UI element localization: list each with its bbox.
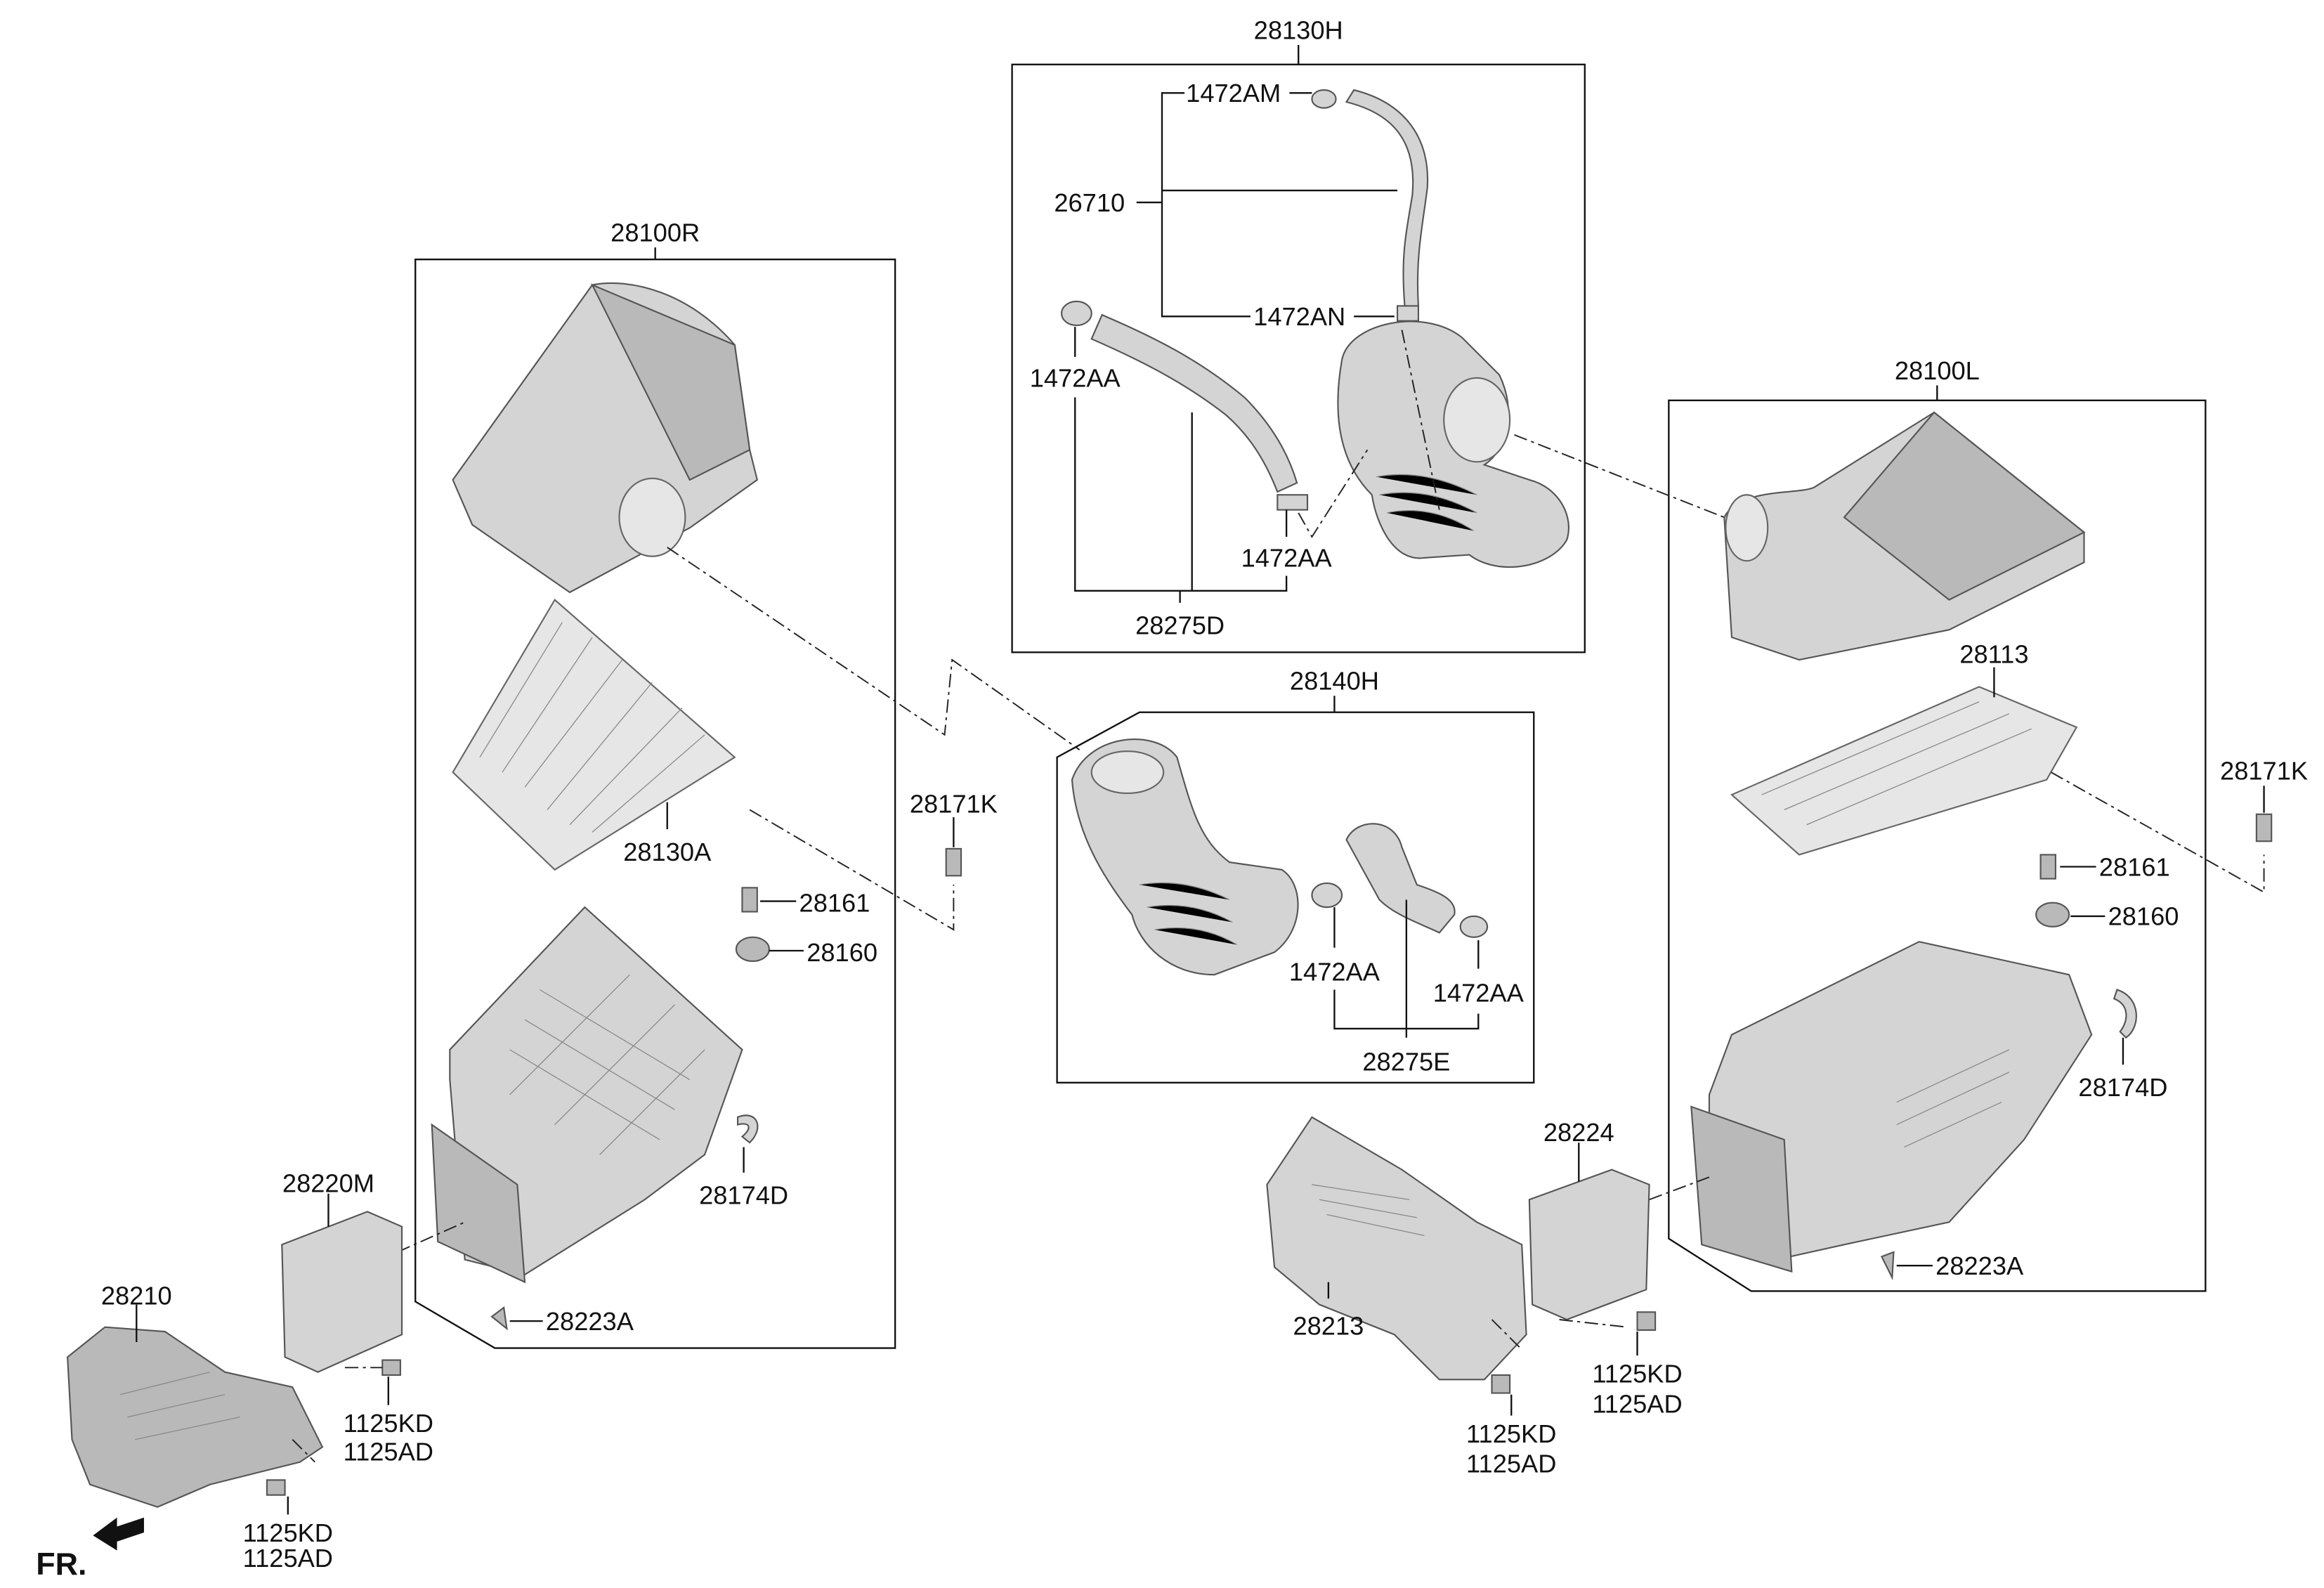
label-28223A-right[interactable]: 28223A (1935, 1251, 2024, 1280)
label-1125AD-b[interactable]: 1125AD (243, 1544, 333, 1573)
part-28223A-L[interactable] (1880, 1251, 1895, 1281)
part-28171K-left: 28171K (910, 790, 998, 877)
bolt-1125KD-d[interactable] (1636, 1311, 1657, 1332)
air-filter-28113[interactable] (1730, 686, 2078, 856)
bolt-28171K[interactable] (945, 847, 962, 877)
label-1125AD-d[interactable]: 1125AD (1592, 1389, 1682, 1418)
group-28130H: 28130H 1472AM 26710 1472AN 1472AA (1011, 15, 1586, 653)
label-28275D[interactable]: 28275D (1135, 611, 1225, 640)
group-label-28130H[interactable]: 28130H (1254, 15, 1343, 44)
clamp-1472AA-c[interactable] (1311, 882, 1343, 909)
label-28224[interactable]: 28224 (1543, 1118, 1614, 1147)
label-1472AM[interactable]: 1472AM (1186, 79, 1281, 108)
front-arrow-icon (93, 1517, 144, 1551)
part-28160[interactable] (735, 936, 770, 963)
bolt-1125KD-c[interactable] (1491, 1374, 1511, 1394)
label-28160-left[interactable]: 28160 (807, 938, 877, 967)
cover-outlet (618, 477, 686, 557)
group-box-28140H (1056, 711, 1535, 1083)
filter-pleats (479, 622, 705, 833)
part-28220M[interactable] (281, 1211, 403, 1373)
label-1472AA-lower[interactable]: 1472AA (1241, 544, 1333, 573)
part-28160-L[interactable] (2035, 902, 2070, 928)
label-1125KD-c[interactable]: 1125KD (1466, 1419, 1556, 1448)
group-label-28100R[interactable]: 28100R (611, 219, 700, 247)
part-28210[interactable] (67, 1326, 324, 1508)
label-28161-left[interactable]: 28161 (799, 889, 870, 918)
cover-side (590, 283, 751, 481)
filter-pleats-L (1761, 701, 2032, 826)
breather-hose-26710[interactable] (1345, 89, 1429, 308)
air-cleaner-body[interactable] (449, 906, 743, 1276)
label-28171K-right[interactable]: 28171K (2220, 757, 2308, 786)
label-28161-right[interactable]: 28161 (2099, 852, 2170, 881)
group-label-28140H[interactable]: 28140H (1290, 667, 1379, 696)
label-1125KD-b[interactable]: 1125KD (243, 1518, 333, 1547)
label-28275E[interactable]: 28275E (1362, 1048, 1450, 1076)
cover-inlet-L (1725, 494, 1769, 562)
label-1125AD-a[interactable]: 1125AD (344, 1438, 433, 1466)
inlet-parts-left: 28220M 28210 1125KD 1125AD 1125KD 1125AD (67, 1169, 433, 1573)
label-28174D-right[interactable]: 28174D (2078, 1073, 2167, 1102)
label-1472AA-c[interactable]: 1472AA (1289, 958, 1380, 987)
front-direction-marker: FR. (36, 1517, 144, 1582)
group-box-28130H (1011, 63, 1586, 653)
label-28213[interactable]: 28213 (1293, 1311, 1364, 1340)
duct-outlet (1443, 377, 1511, 463)
label-28171K-left[interactable]: 28171K (910, 790, 998, 819)
label-1472AN[interactable]: 1472AN (1253, 302, 1345, 331)
group-28140H: 28140H 1472AA 1472AA 28275E (1056, 667, 1535, 1083)
label-28223A-left[interactable]: 28223A (546, 1307, 634, 1336)
part-28161[interactable] (741, 887, 758, 913)
label-28130A[interactable]: 28130A (623, 838, 712, 866)
part-28224[interactable] (1528, 1169, 1650, 1321)
group-box-28100R (414, 259, 896, 1349)
cover-top-L (1843, 411, 2086, 601)
group-label-28100L[interactable]: 28100L (1895, 356, 1980, 385)
group-28100R: 28100R 28130A 28161 (397, 219, 1081, 1349)
label-1472AA-d[interactable]: 1472AA (1433, 979, 1525, 1008)
front-label: FR. (36, 1547, 86, 1582)
part-28174D-L[interactable] (2113, 989, 2137, 1039)
body-ribs (509, 974, 705, 1155)
clamp-1472AN[interactable] (1396, 305, 1419, 322)
body-inlet-L (1690, 1105, 1793, 1273)
clamp-1472AA-d[interactable] (1459, 915, 1489, 938)
clamp-1472AM[interactable] (1311, 89, 1337, 109)
label-28220M[interactable]: 28220M (282, 1169, 374, 1198)
part-28213[interactable] (1266, 1116, 1527, 1381)
inlet-parts-right: 28224 28213 1125KD 1125AD 1125KD 1125AD (1266, 1116, 1683, 1478)
body-inlet (431, 1123, 526, 1284)
group-box-28100L (1668, 399, 2207, 1292)
label-28210[interactable]: 28210 (101, 1282, 172, 1310)
label-28174D-left[interactable]: 28174D (699, 1181, 788, 1210)
air-filter-28130A[interactable] (452, 598, 736, 871)
bolt-1125KD-a[interactable] (381, 1359, 401, 1377)
bolt-28171K-right[interactable] (2255, 813, 2273, 842)
group-28100L: 28100L 28113 28161 28160 28174D 28223A (1514, 356, 2265, 1292)
intake-duct-28140H[interactable] (1071, 738, 1299, 976)
part-28223A[interactable] (490, 1306, 508, 1331)
label-28113[interactable]: 28113 (1959, 639, 2028, 668)
bolt-1125KD-b[interactable] (266, 1479, 286, 1496)
clamp-1472AA-lower[interactable] (1277, 494, 1309, 511)
part-28174D[interactable] (736, 1114, 759, 1144)
part-28171K-right: 28171K (2220, 757, 2308, 842)
duct-inlet (1090, 750, 1165, 794)
part-28161-L[interactable] (2039, 854, 2056, 880)
label-26710[interactable]: 26710 (1054, 188, 1125, 217)
hose-28275D[interactable] (1090, 313, 1298, 493)
label-1125KD-d[interactable]: 1125KD (1592, 1360, 1682, 1388)
label-28160-right[interactable]: 28160 (2108, 902, 2179, 931)
clamp-1472AA[interactable] (1060, 300, 1092, 327)
label-1472AA-upper[interactable]: 1472AA (1030, 364, 1121, 393)
label-1125KD-a[interactable]: 1125KD (344, 1409, 433, 1438)
hose-28275E[interactable] (1345, 823, 1456, 934)
label-1125AD-c[interactable]: 1125AD (1466, 1450, 1556, 1478)
